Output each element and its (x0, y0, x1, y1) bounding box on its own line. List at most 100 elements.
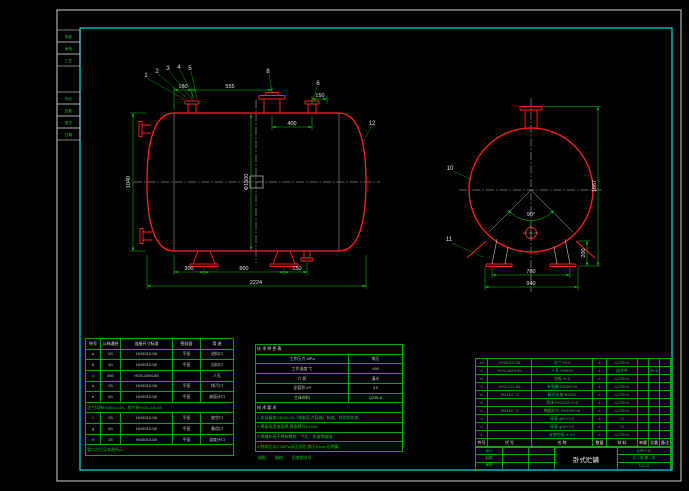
table-cell: 技 术 要 求 (257, 404, 277, 410)
table-cell (648, 399, 659, 406)
table-cell (637, 423, 648, 430)
table-cell: 排污口 (200, 381, 233, 392)
table-cell: 人孔 (200, 370, 233, 381)
dim-400: 400 (287, 121, 296, 127)
table-cell: 3.5 (348, 383, 402, 393)
callout-2: 2 (155, 69, 159, 75)
callout-3: 3 (166, 66, 170, 72)
end-saddle-gussets (466, 240, 596, 259)
table-cell: 温度计口 (200, 434, 233, 445)
table-cell: 7 (480, 383, 483, 389)
table-cell (648, 391, 659, 398)
side-view: 180 555 400 150 1040 Φ1500 300 800 150 2… (126, 65, 380, 289)
table-cell: JB1161-71 (487, 391, 531, 398)
table-cell: 2 (592, 431, 606, 438)
table-cell: 液面计口 (200, 392, 233, 402)
table-cell: 2.焊接采用电弧焊,焊条牌号E4303; (257, 424, 319, 430)
table-cell: h (91, 436, 95, 442)
table-cell: 件号 (477, 439, 486, 445)
table-cell (487, 431, 531, 438)
table-cell: 平面 (172, 424, 200, 434)
table-cell (637, 415, 648, 422)
end-saddle-webs (491, 238, 571, 265)
signature-grid: 设计 制图 审核 (476, 448, 555, 469)
table-cell (637, 383, 648, 390)
table-cell: 技 术 特 性 表 (257, 346, 282, 352)
table-cell (659, 423, 670, 430)
table-cell: 450 (100, 370, 120, 381)
table-cell (648, 407, 659, 414)
side-dimensions (130, 87, 367, 289)
table-cell (648, 431, 659, 438)
table-cell: 代 号 (487, 439, 531, 446)
callout-12: 12 (369, 121, 376, 127)
table-cell: 材 料 (606, 439, 637, 446)
table-cell: 主体材料 (294, 395, 310, 401)
table-cell: 垫板 δ=8 (531, 375, 592, 382)
table-cell: 10 (606, 423, 637, 430)
table-cell: HG5010-58 (120, 392, 172, 402)
table-cell (637, 391, 648, 398)
table-cell: HG5010-58 (120, 360, 172, 370)
callout-10: 10 (447, 166, 454, 172)
table-cell: Q235-A (606, 359, 637, 366)
table-cell: 2 (592, 375, 606, 382)
table-cell (648, 415, 659, 422)
table-row: 法兰均按HG5010-58、垫片按HG5-329-58 (86, 401, 233, 413)
outer-border (56, 9, 682, 482)
table-cell: 备用口 (200, 424, 233, 434)
dim-180: 180 (178, 84, 187, 90)
table-cell: 符号 (89, 340, 97, 346)
table-cell: Q235-A (606, 399, 637, 406)
side-dimension-labels: 180 555 400 150 1040 Φ1500 300 800 150 2… (126, 84, 325, 286)
title-block-right: 比例 1:10 共 1 张 第 1 张 T01-01 (618, 448, 670, 469)
tangent-seams (173, 113, 340, 251)
inner-border (79, 27, 673, 471)
callout-6: 6 (316, 81, 320, 87)
table-cell: d (91, 383, 95, 389)
table-cell: c (92, 372, 94, 378)
tracing-note: 描图 描校 旧底图总号 (258, 455, 312, 460)
revision-strip-labels: 批准 审核 工艺 标记 处数 签字 日期 (65, 34, 72, 137)
table-cell: 2 (592, 391, 606, 398)
table-cell: 1 (592, 399, 606, 406)
table-cell: 密封面 (172, 339, 200, 349)
table-cell: 法兰均按HG5010-58、垫片按HG5-329-58 (87, 404, 162, 410)
table-cell: 放空口 (200, 413, 233, 424)
callout-leaders-side (146, 69, 372, 141)
callout-5: 5 (188, 66, 192, 72)
table-cell: 筒体 DN1500 δ=8 (531, 399, 592, 406)
table-cell: 用 途 (200, 339, 233, 349)
table-cell (648, 383, 659, 390)
table-cell: 25 (100, 434, 120, 445)
table-cell (659, 399, 670, 406)
callout-leaders-end (451, 170, 484, 258)
table-cell: 常压 (348, 354, 402, 364)
table-cell (648, 359, 659, 366)
table-cell: 50 (100, 392, 120, 402)
dim-saddle-200: 200 (581, 248, 587, 257)
table-cell: 数量 (592, 439, 606, 446)
drawing-title: 卧式贮罐 (555, 448, 618, 469)
table-cell: Q235-A (606, 383, 637, 390)
table-cell: HG5010-58 (120, 434, 172, 445)
callout-4: 4 (177, 65, 181, 71)
svg-text:处数: 处数 (65, 108, 72, 113)
end-dimension-labels: 90° 780 940 1667 200 (526, 180, 598, 287)
dim-150-bottom: 150 (292, 266, 301, 272)
table-cell (637, 399, 648, 406)
table-cell: 4.制成后以0.2MPa水压试验,保压30min无渗漏。 (257, 443, 343, 449)
table-cell: 2 (592, 423, 606, 430)
table-cell (637, 431, 648, 438)
table-cell (637, 407, 648, 414)
